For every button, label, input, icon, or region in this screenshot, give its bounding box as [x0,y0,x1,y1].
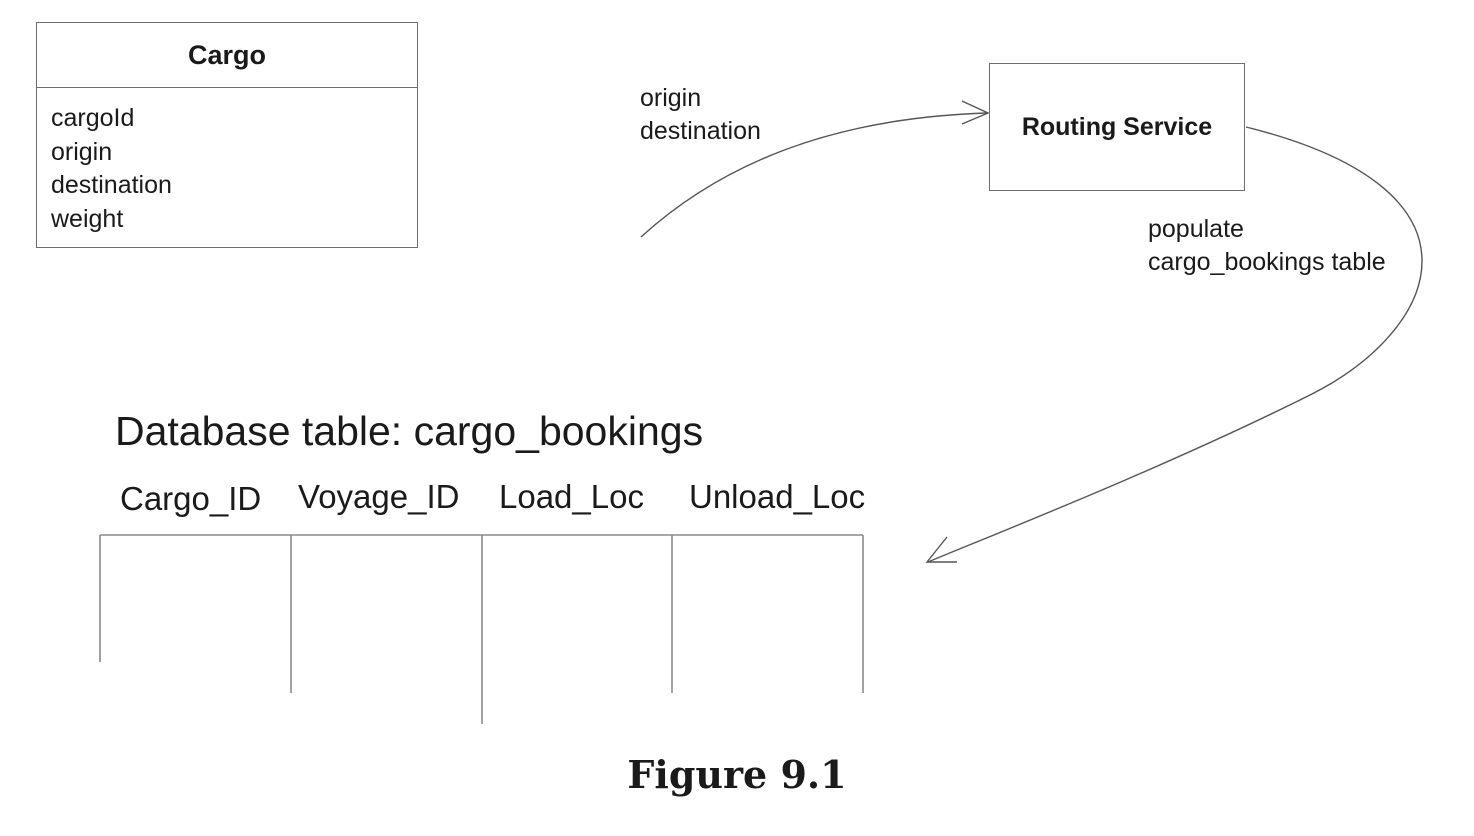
input-arrow [640,112,988,238]
input-arrow-label: origin destination [640,82,761,148]
cargo-class-box: Cargo cargoId origin destination weight [36,22,418,248]
output-arrow-label: populate cargo_bookings table [1148,213,1386,279]
cargo-class-title: Cargo [37,23,417,88]
input-label-line: destination [640,117,761,145]
cargo-attribute-list: cargoId origin destination weight [37,88,417,236]
db-table-title: Database table: cargo_bookings [115,408,704,454]
output-arrow [927,126,1423,563]
output-label-line: cargo_bookings table [1148,248,1386,276]
db-column-header: Unload_Loc [689,478,866,515]
input-arrowhead [961,100,990,125]
output-arrowhead [925,536,957,563]
figure-caption: Figure 9.1 [627,752,847,797]
cargo-attribute: weight [51,204,124,233]
output-label-line: populate [1148,215,1244,243]
db-column-header: Load_Loc [499,478,644,515]
cargo-attribute: origin [51,137,113,166]
routing-service-label: Routing Service [1021,112,1213,141]
routing-service-box: Routing Service [989,63,1245,191]
cargo-attribute: destination [51,171,172,199]
db-column-header: Cargo_ID [120,480,262,517]
db-table-grid [99,534,864,724]
db-column-header: Voyage_ID [298,478,460,515]
input-label-line: origin [640,84,702,112]
cargo-attribute: cargoId [51,104,135,132]
